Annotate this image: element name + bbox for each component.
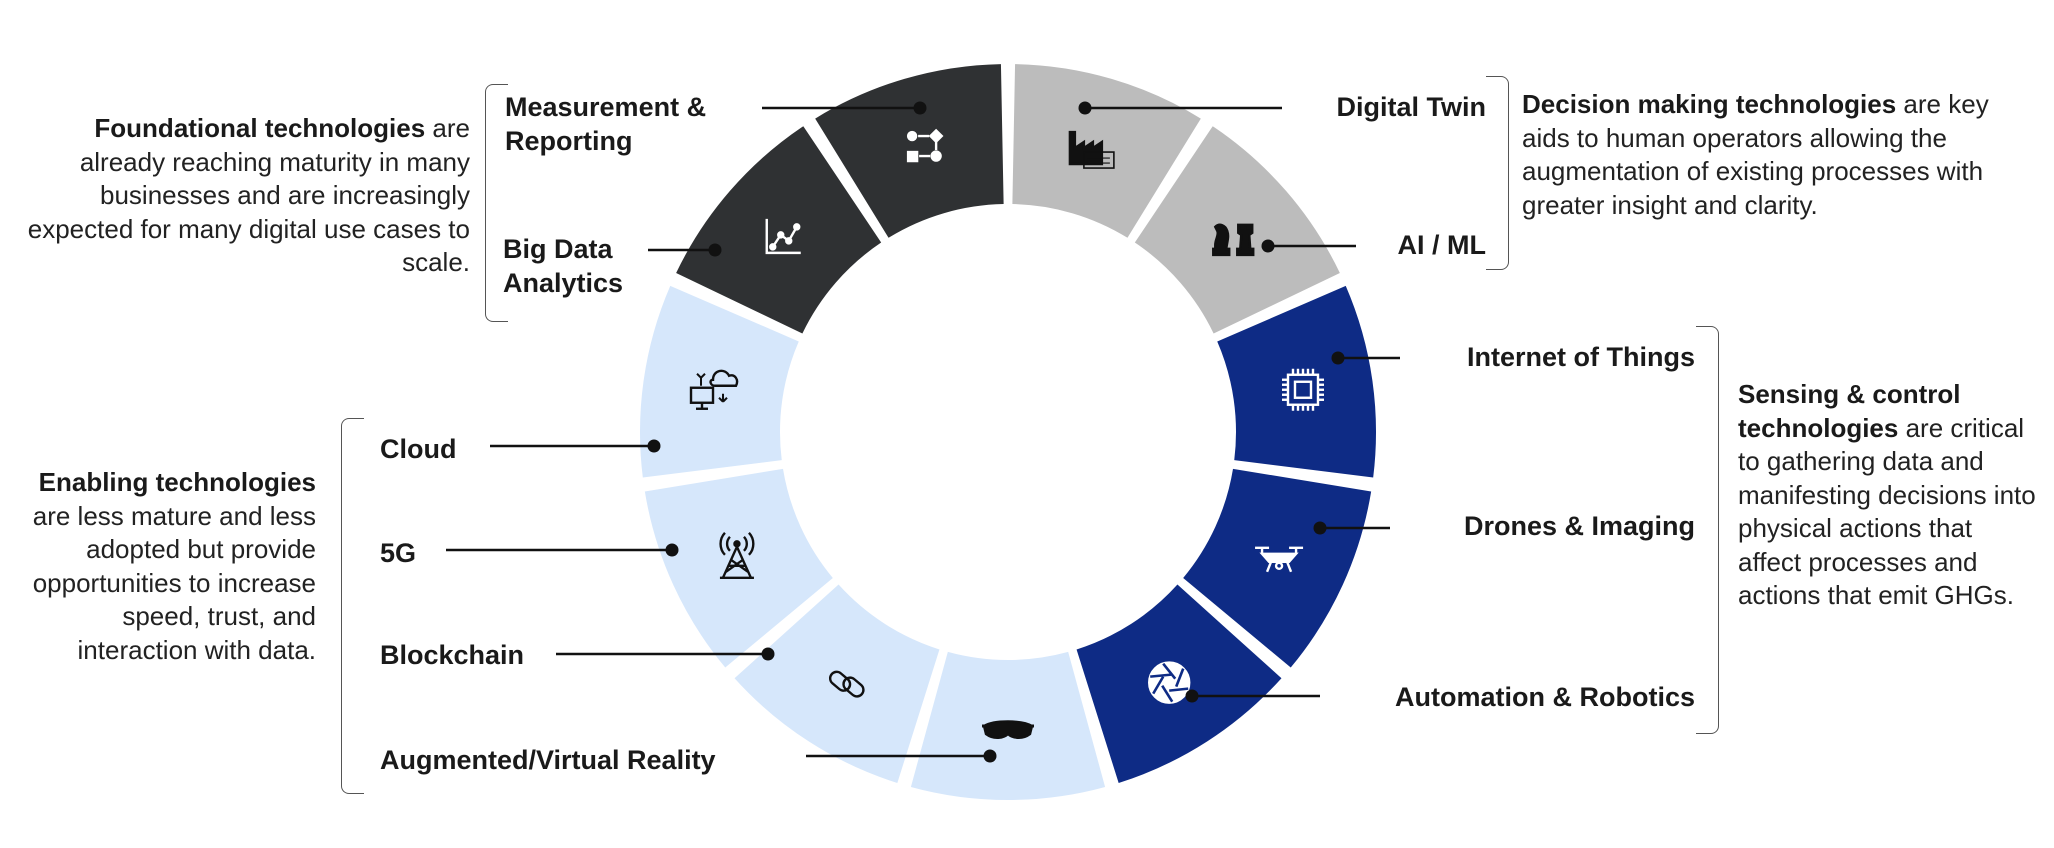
ring-segment-cloud (639, 285, 799, 478)
leader-dot-fiveg (665, 543, 679, 557)
label-blockchain: Blockchain (380, 640, 525, 670)
leader-dot-bigdata (708, 243, 722, 257)
microchip-icon (1281, 368, 1324, 411)
leader-dot-blockchain (761, 647, 775, 661)
label-drones-imaging: Drones & Imaging (1463, 511, 1695, 541)
drone-icon (1255, 546, 1304, 573)
group-decision-description: Decision making technologies are key aid… (1522, 88, 2022, 222)
label-cloud: Cloud (380, 434, 457, 464)
leader-dot-cloud (647, 439, 661, 453)
group-sensing-description: Sensing & control technologies are criti… (1738, 378, 2038, 613)
sensing-bracket (1696, 326, 1719, 734)
enabling-bracket (341, 418, 364, 794)
ring-segment-bigdata (676, 126, 882, 334)
group-sensing-body: are critical to gathering data and manif… (1738, 412, 2036, 611)
leader-dot-iot (1331, 351, 1345, 365)
decision-bracket (1486, 76, 1509, 270)
group-sensing-title: Sensing & control technologies (1738, 379, 1961, 443)
aperture-icon (1148, 661, 1191, 704)
group-enabling-description: Enabling technologies are less mature an… (20, 466, 316, 667)
group-foundational-description: Foundational technologies are already re… (20, 112, 470, 280)
group-decision-body: are key aids to human operators allowing… (1522, 89, 1989, 220)
leader-dot-digitaltwin (1078, 101, 1092, 115)
label-internet-of-things: Internet of Things (1467, 342, 1695, 372)
group-enabling-title: Enabling technologies (38, 467, 316, 497)
leader-dot-measurement (913, 101, 927, 115)
label-digital-twin: Digital Twin (1336, 92, 1487, 122)
leader-dot-drones (1313, 521, 1327, 535)
leader-dot-automation (1185, 689, 1199, 703)
cloud-computer-icon (689, 369, 739, 410)
label-big-data-analytics: Big Data Analytics (503, 234, 624, 298)
cell-tower-icon (719, 531, 755, 580)
group-foundational-body: are already reaching maturity in many bu… (27, 113, 470, 277)
chain-link-icon (828, 670, 865, 698)
label-5g: 5G (380, 538, 417, 568)
flow-diagram-icon (906, 128, 944, 163)
foundational-bracket (485, 84, 508, 322)
group-decision-title: Decision making technologies (1522, 89, 1897, 119)
vr-headset-icon (982, 720, 1034, 739)
leader-dot-arvr (983, 749, 997, 763)
ring-segment-fiveg (644, 468, 833, 668)
label-measurement-reporting: Measurement & Reporting (505, 92, 707, 156)
group-enabling-body: are less mature and less adopted but pro… (32, 500, 316, 665)
ring-segment-blockchain (734, 584, 940, 783)
line-chart-icon (765, 218, 801, 255)
chess-pieces-icon (1212, 223, 1255, 257)
label-automation-robotics: Automation & Robotics (1395, 682, 1695, 712)
factory-icon (1068, 130, 1115, 169)
group-foundational-title: Foundational technologies (94, 113, 426, 143)
leader-dot-aiml (1261, 239, 1275, 253)
label-ai-ml: AI / ML (1397, 230, 1487, 260)
label-augmented-virtual-reality: Augmented/Virtual Reality (380, 745, 716, 775)
